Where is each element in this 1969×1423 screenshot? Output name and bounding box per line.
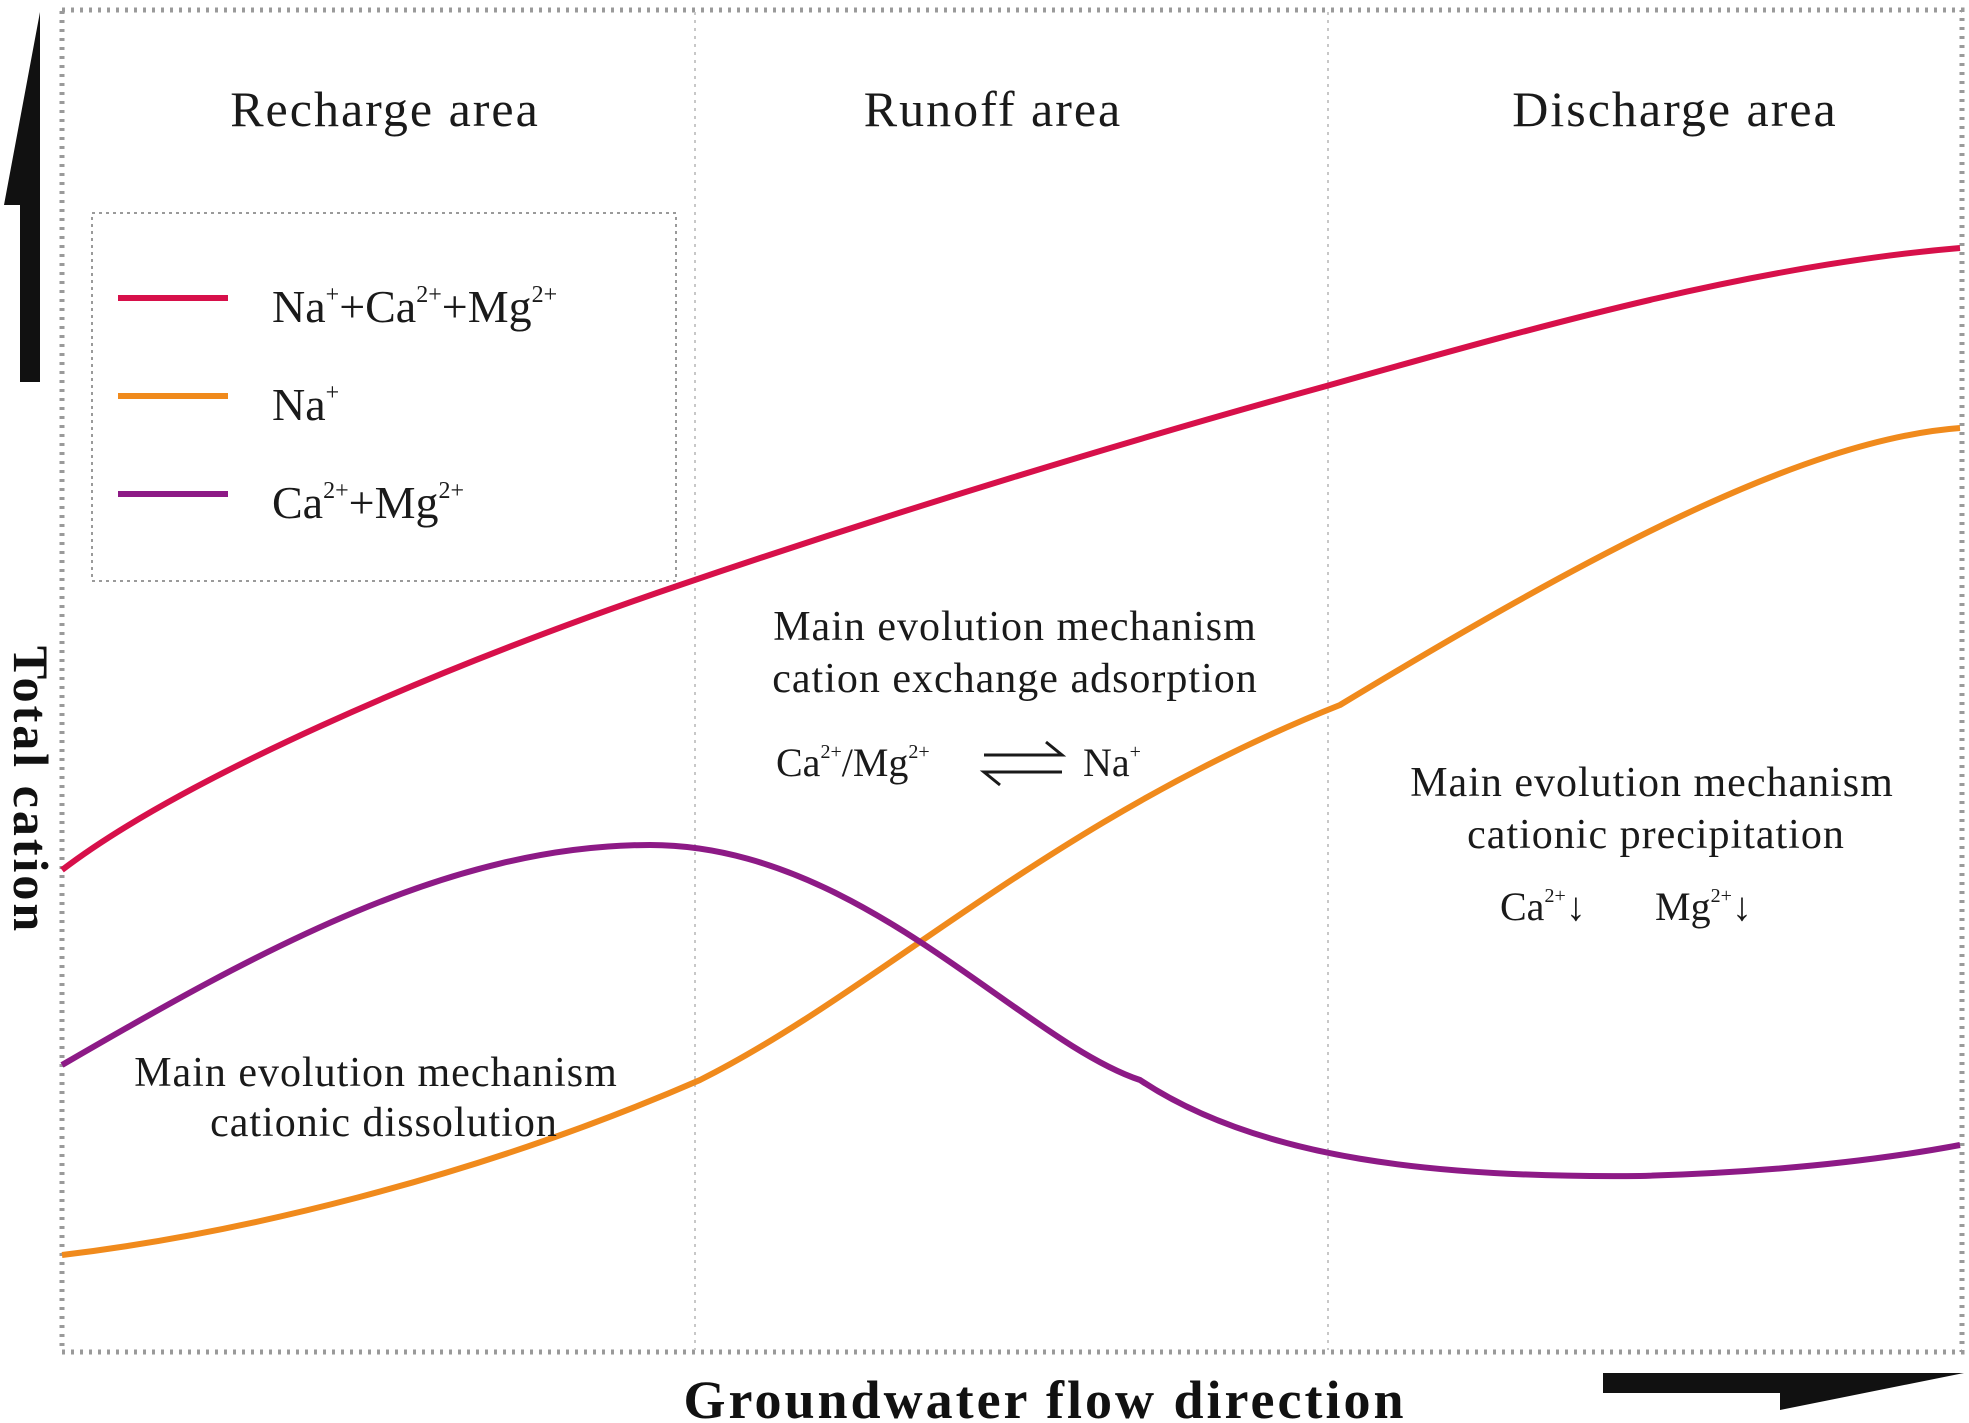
- curve-total-cation: [60, 245, 1961, 873]
- zone-label-discharge: Discharge area: [1512, 81, 1838, 137]
- curve-ca-mg: [60, 841, 1961, 1180]
- x-axis-arrow-icon: [1603, 1373, 1964, 1410]
- discharge-ion-mg: Mg2+↓: [1655, 884, 1752, 929]
- runoff-line1: Main evolution mechanism: [773, 604, 1257, 650]
- annotation-discharge: Main evolution mechanism cationic precip…: [1410, 760, 1894, 929]
- annotation-runoff: Main evolution mechanism cation exchange…: [772, 604, 1258, 787]
- discharge-line1: Main evolution mechanism: [1410, 760, 1894, 806]
- y-axis-arrow-icon: [4, 12, 40, 382]
- legend-label-camg: Ca2++Mg2+: [272, 477, 464, 528]
- legend: Na++Ca2++Mg2+ Na+ Ca2++Mg2+: [91, 212, 677, 582]
- runoff-line2: cation exchange adsorption: [772, 656, 1258, 702]
- y-axis-label: Total cation: [3, 646, 59, 934]
- curve-na: [61, 425, 1961, 1258]
- discharge-ion-ca: Ca2+↓: [1500, 884, 1586, 929]
- legend-label-na: Na+: [272, 379, 339, 430]
- discharge-line2: cationic precipitation: [1467, 812, 1845, 858]
- zone-label-recharge: Recharge area: [230, 81, 540, 137]
- runoff-eq-left: Ca2+/Mg2+: [776, 740, 930, 785]
- equilibrium-arrows-icon: [979, 740, 1067, 787]
- zone-label-runoff: Runoff area: [864, 81, 1122, 137]
- recharge-line1: Main evolution mechanism: [134, 1050, 618, 1096]
- runoff-eq-right: Na+: [1083, 740, 1141, 785]
- recharge-line2: cationic dissolution: [210, 1100, 558, 1146]
- x-axis-label: Groundwater flow direction: [684, 1370, 1407, 1423]
- annotation-recharge: Main evolution mechanism cationic dissol…: [134, 1050, 618, 1146]
- legend-label-total: Na++Ca2++Mg2+: [272, 281, 557, 332]
